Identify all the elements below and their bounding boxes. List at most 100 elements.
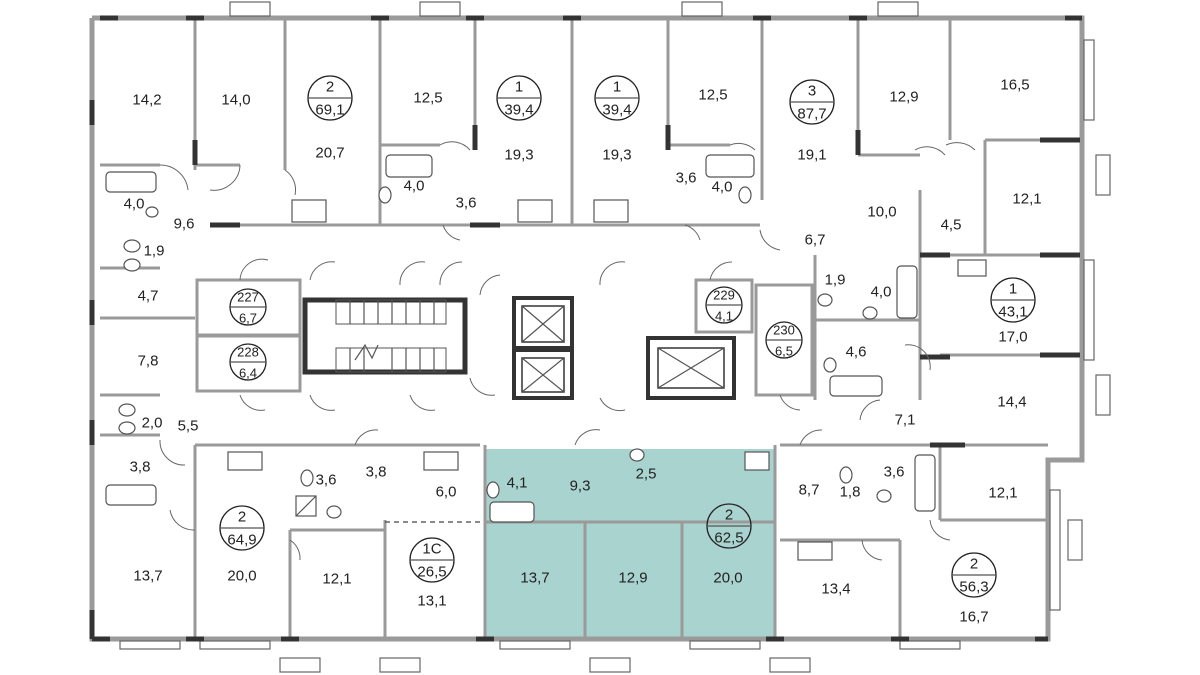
apartment-badge-3-87[interactable]: 3 87,7 <box>789 79 835 125</box>
apartment-rooms: 2 <box>725 507 733 524</box>
room-area: 1,8 <box>840 484 861 501</box>
apartment-rooms: 3 <box>808 83 816 100</box>
room-area: 4,0 <box>871 284 892 301</box>
room-area: 3,8 <box>366 464 387 481</box>
room-area: 4,5 <box>941 217 962 234</box>
storeroom-badge-230[interactable]: 230 6,5 <box>765 321 803 359</box>
apartment-rooms: 2 <box>238 509 246 526</box>
room-area: 4,7 <box>138 288 159 305</box>
stairwell <box>302 297 468 375</box>
storeroom-walls <box>195 278 814 397</box>
storeroom-badge-228[interactable]: 228 6,4 <box>229 343 267 381</box>
apartment-badge-2-69[interactable]: 2 69,1 <box>307 75 353 121</box>
room-area: 5,5 <box>178 418 199 435</box>
storeroom-badge-227[interactable]: 227 6,7 <box>229 288 267 326</box>
apartment-area: 64,9 <box>227 532 256 549</box>
storeroom-number: 230 <box>773 323 795 338</box>
apartment-area: 87,7 <box>797 106 826 123</box>
apartment-badge-2-62-highlighted[interactable]: 2 62,5 <box>706 503 752 549</box>
room-area: 7,8 <box>138 353 159 370</box>
room-area: 3,6 <box>316 472 337 489</box>
room-area: 9,6 <box>174 216 195 233</box>
room-area: 8,7 <box>799 482 820 499</box>
storeroom-area: 6,4 <box>239 366 257 381</box>
room-area-labels: 14,2 14,0 20,7 12,5 19,3 19,3 12,5 19,1 … <box>124 77 1042 626</box>
room-area: 3,8 <box>130 459 151 476</box>
room-area: 6,7 <box>805 232 826 249</box>
room-area: 19,3 <box>602 147 631 164</box>
room-area: 9,3 <box>570 478 591 495</box>
storeroom-area: 6,5 <box>775 344 793 359</box>
room-area: 12,1 <box>988 485 1017 502</box>
room-area: 4,6 <box>846 344 867 361</box>
room-area: 3,6 <box>676 170 697 187</box>
storeroom-number: 227 <box>237 290 259 305</box>
apartment-area: 56,3 <box>959 579 988 596</box>
room-area: 7,1 <box>895 412 916 429</box>
room-area: 13,4 <box>821 581 850 598</box>
storeroom-number: 229 <box>713 288 735 303</box>
room-area: 20,0 <box>713 570 742 587</box>
apartment-badge-1-43[interactable]: 1 43,1 <box>990 277 1036 323</box>
room-area: 4,1 <box>507 475 528 492</box>
room-area: 17,0 <box>998 329 1027 346</box>
room-area: 3,6 <box>884 464 905 481</box>
room-area: 12,9 <box>889 89 918 106</box>
room-area: 12,9 <box>618 570 647 587</box>
room-area: 1,9 <box>825 272 846 289</box>
interior-walls <box>100 20 1080 639</box>
apartment-area: 26,5 <box>417 564 446 581</box>
room-area: 3,6 <box>456 195 477 212</box>
apartment-area: 39,4 <box>504 102 533 119</box>
apartment-rooms: 1С <box>422 541 441 558</box>
room-area: 12,5 <box>413 90 442 107</box>
room-area: 12,5 <box>698 87 727 104</box>
windows <box>119 1 1111 673</box>
room-area: 1,9 <box>144 243 165 260</box>
storeroom-number: 228 <box>237 345 259 360</box>
apartment-badge-2-56[interactable]: 2 56,3 <box>951 552 997 598</box>
room-area: 16,7 <box>959 609 988 626</box>
apartment-badges: 2 69,1 1 39,4 1 39,4 3 87,7 1 43,1 <box>219 75 1036 598</box>
apartment-rooms: 1 <box>1009 281 1017 298</box>
room-area: 12,1 <box>322 571 351 588</box>
room-area: 14,0 <box>221 92 250 109</box>
apartment-badge-1-39b[interactable]: 1 39,4 <box>594 75 640 121</box>
room-area: 4,0 <box>712 179 733 196</box>
apartment-badge-2-64[interactable]: 2 64,9 <box>219 505 265 551</box>
room-area: 10,0 <box>867 204 896 221</box>
room-area: 12,1 <box>1012 191 1041 208</box>
room-area: 20,0 <box>227 568 256 585</box>
room-area: 4,0 <box>404 178 425 195</box>
room-area: 13,7 <box>520 570 549 587</box>
apartment-rooms: 2 <box>326 79 334 96</box>
apartment-area: 69,1 <box>315 102 344 119</box>
room-area: 14,2 <box>132 92 161 109</box>
room-area: 14,4 <box>997 394 1026 411</box>
storeroom-area: 6,7 <box>239 311 257 326</box>
storeroom-area: 4,1 <box>715 309 733 324</box>
apartment-area: 62,5 <box>714 530 743 547</box>
room-area: 2,0 <box>142 415 163 432</box>
apartment-area: 43,1 <box>998 304 1027 321</box>
elevator-shafts <box>512 296 736 400</box>
plumbing-fixtures <box>105 154 987 561</box>
room-area: 6,0 <box>436 484 457 501</box>
apartment-badge-1c-26[interactable]: 1С 26,5 <box>409 537 455 583</box>
storeroom-badge-229[interactable]: 229 4,1 <box>705 286 743 324</box>
dark-wall-segments <box>89 15 1082 642</box>
apartment-badge-1-39a[interactable]: 1 39,4 <box>496 75 542 121</box>
highlighted-apartment-fill <box>485 449 775 639</box>
storeroom-badges: 227 6,7 228 6,4 229 4,1 230 6,5 <box>229 286 803 381</box>
apartment-area: 39,4 <box>602 102 631 119</box>
room-area: 13,7 <box>133 568 162 585</box>
apartment-rooms: 1 <box>613 79 621 96</box>
room-area: 4,0 <box>124 196 145 213</box>
door-swings <box>159 141 976 561</box>
apartment-rooms: 1 <box>515 79 523 96</box>
room-area: 16,5 <box>1000 77 1029 94</box>
room-area: 20,7 <box>315 145 344 162</box>
room-area: 13,1 <box>417 593 446 610</box>
room-area: 2,5 <box>636 466 657 483</box>
